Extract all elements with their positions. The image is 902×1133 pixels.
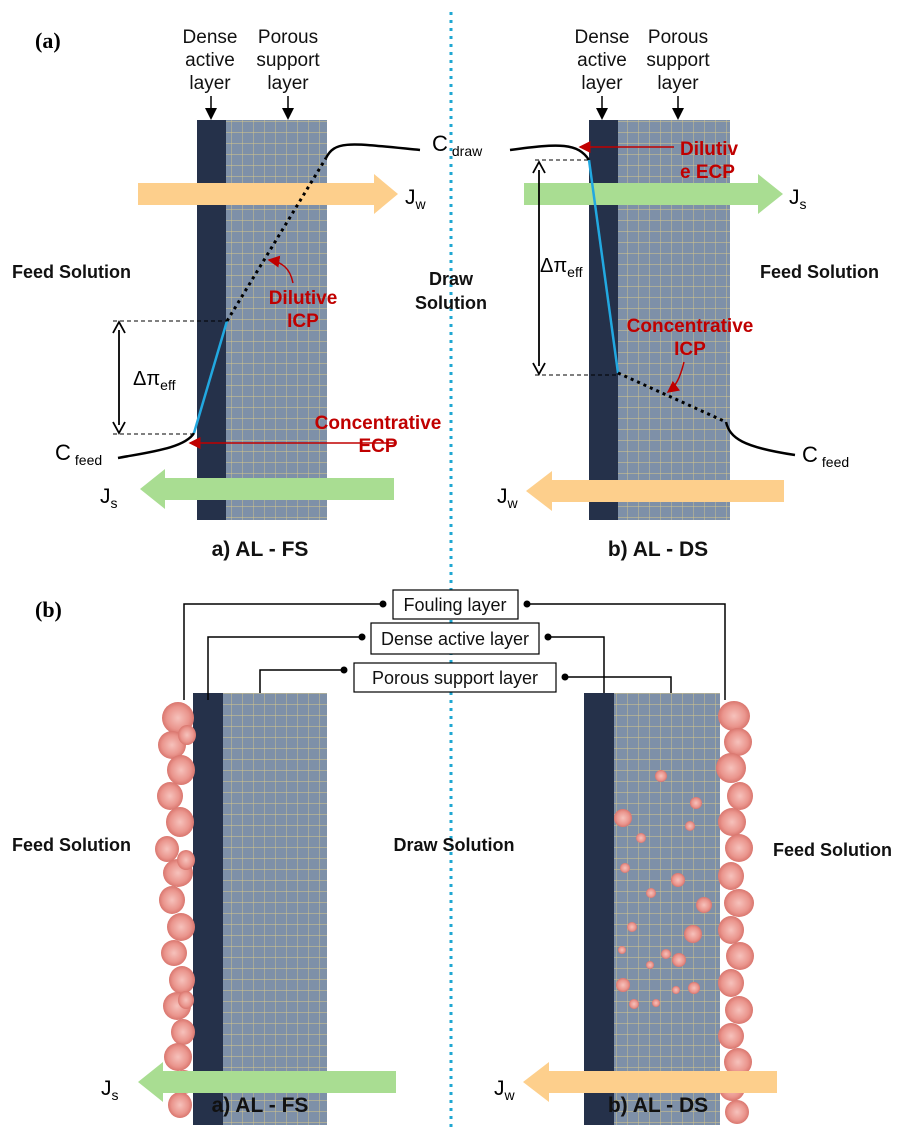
dense-active-layer <box>197 120 226 520</box>
dilutive-icp-pointer <box>267 255 294 284</box>
porous-layer-label-right: Porous support layer <box>646 27 710 94</box>
c-feed-curve-right <box>724 421 796 457</box>
svg-text:ECP: ECP <box>358 436 397 457</box>
dense-active-layer-text: Dense active layer <box>381 629 529 649</box>
porous-layer-label: Porous support layer <box>256 27 320 94</box>
porous-support-layer-text: Porous support layer <box>372 668 538 688</box>
dense-layer-label: Dense active layer <box>183 27 238 94</box>
legend-connector-dots <box>340 600 569 681</box>
dense-active-layer-right <box>589 120 618 520</box>
jw-label-right: Jw <box>497 485 519 511</box>
js-label-bottom: Js <box>101 1077 119 1103</box>
porous-support-layer-box <box>353 662 557 693</box>
legend-connectors <box>183 603 726 700</box>
svg-text:Concentrative: Concentrative <box>315 413 442 434</box>
concentrative-icp-pointer <box>666 361 685 393</box>
svg-text:Dilutive: Dilutive <box>269 288 338 309</box>
svg-text:Dense: Dense <box>575 27 630 48</box>
delta-pi-label-left: Δπeff <box>133 368 176 393</box>
draw-solution-label-top: Draw Solution <box>415 269 487 313</box>
feed-solution-label-top-left: Feed Solution <box>12 262 131 282</box>
svg-text:Dilutiv: Dilutiv <box>680 139 738 160</box>
jw-label: Jw <box>405 186 427 212</box>
concentrative-ecp-label: Concentrative ECP <box>315 413 442 457</box>
caption-al-fs-bottom: a) AL - FS <box>212 1094 309 1117</box>
svg-text:Concentrative: Concentrative <box>627 316 754 337</box>
jw-flux-arrow-bottom <box>523 1062 777 1102</box>
active-layer-gradient-right <box>587 159 620 374</box>
svg-text:support: support <box>646 50 710 71</box>
js-flux-arrow-right <box>524 174 783 214</box>
svg-text:Dense: Dense <box>183 27 238 48</box>
caption-al-fs-top: a) AL - FS <box>212 538 309 561</box>
dense-active-layer-bottom-right <box>584 693 614 1125</box>
icp-dotted-line-right <box>617 371 727 424</box>
js-label: Js <box>100 485 118 511</box>
jw-label-bottom: Jw <box>494 1077 516 1103</box>
fouling-layer-left <box>155 702 196 1118</box>
svg-text:active: active <box>577 50 627 71</box>
js-flux-arrow <box>140 469 394 509</box>
svg-text:Porous: Porous <box>648 27 708 48</box>
c-feed-curve <box>117 432 196 460</box>
panel-label-b: (b) <box>35 597 62 622</box>
c-draw-curve <box>324 143 421 159</box>
dilutive-icp-label: Dilutive ICP <box>269 288 338 332</box>
svg-text:Draw: Draw <box>429 269 474 289</box>
internal-foulants <box>614 770 712 1009</box>
js-label-right: Js <box>789 186 807 212</box>
svg-text:ICP: ICP <box>674 339 706 360</box>
porous-support-layer-bottom-left <box>223 693 327 1125</box>
dpi-arrowheads-right <box>532 160 546 376</box>
fouling-layer-box <box>392 589 519 620</box>
feed-solution-label-bottom-right: Feed Solution <box>773 840 892 860</box>
concentrative-icp-label: Concentrative ICP <box>627 316 754 360</box>
svg-text:layer: layer <box>267 73 309 94</box>
dense-layer-label-right: Dense active layer <box>575 27 630 94</box>
active-layer-gradient <box>192 320 229 434</box>
svg-text:support: support <box>256 50 320 71</box>
c-draw-curve-right <box>509 144 591 161</box>
svg-text:Solution: Solution <box>415 293 487 313</box>
svg-text:layer: layer <box>581 73 623 94</box>
jw-flux-arrow <box>138 174 398 214</box>
caption-al-ds-bottom: b) AL - DS <box>608 1094 708 1117</box>
delta-pi-label-right: Δπeff <box>540 255 583 280</box>
panel-label-a: (a) <box>35 28 61 53</box>
dense-active-layer-bottom-left <box>193 693 223 1125</box>
svg-text:ICP: ICP <box>287 311 319 332</box>
fouling-layer-right <box>716 701 754 1124</box>
caption-al-ds-top: b) AL - DS <box>608 538 708 561</box>
dilutive-ecp-label: Dilutiv e ECP <box>680 139 738 183</box>
svg-text:layer: layer <box>189 73 231 94</box>
svg-text:active: active <box>185 50 235 71</box>
fouling-layer-text: Fouling layer <box>403 595 506 615</box>
dpi-arrowheads <box>112 320 126 435</box>
svg-text:e ECP: e ECP <box>680 162 735 183</box>
svg-text:layer: layer <box>657 73 699 94</box>
svg-text:Porous: Porous <box>258 27 318 48</box>
feed-solution-label-top-right: Feed Solution <box>760 262 879 282</box>
draw-solution-label-bottom: Draw Solution <box>394 835 515 855</box>
js-flux-arrow-bottom <box>138 1062 396 1102</box>
feed-solution-label-bottom-left: Feed Solution <box>12 835 131 855</box>
jw-flux-arrow-right <box>526 471 784 511</box>
dense-active-layer-box <box>370 622 540 655</box>
